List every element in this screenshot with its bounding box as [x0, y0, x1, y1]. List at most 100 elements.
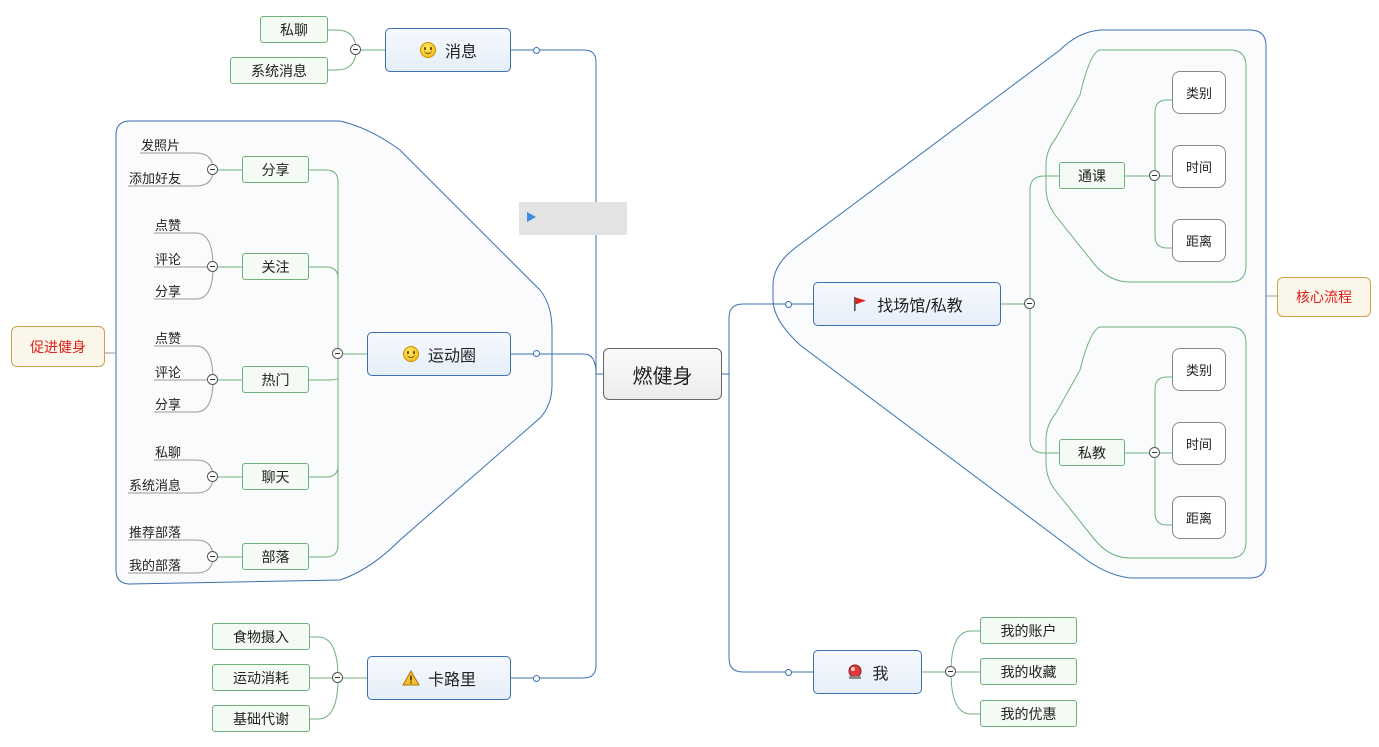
leaf-label: 距离 — [1185, 235, 1212, 250]
leaf-topic[interactable]: 我的优惠 — [980, 700, 1077, 727]
collapse-toggle[interactable] — [945, 666, 956, 677]
collapse-toggle[interactable] — [207, 164, 218, 175]
main-topic-label: 消息 — [444, 42, 477, 61]
subtopic-class[interactable]: 通课 — [1059, 162, 1125, 189]
leaf-topic[interactable]: 类别 — [1172, 348, 1226, 391]
collapse-toggle[interactable] — [1024, 298, 1035, 309]
collapse-toggle[interactable] — [332, 672, 343, 683]
leaf-topic[interactable]: 我的部落 — [129, 555, 182, 574]
flag-icon — [851, 295, 869, 313]
leaf-label: 时间 — [1185, 438, 1212, 453]
subtopic-coach[interactable]: 私教 — [1059, 439, 1125, 466]
leaf-label: 类别 — [1185, 87, 1212, 102]
root-topic[interactable]: 燃健身 — [603, 348, 722, 400]
leaf-label: 我的账户 — [1000, 623, 1057, 640]
leaf-topic[interactable]: 时间 — [1172, 145, 1226, 188]
collapse-toggle[interactable] — [207, 551, 218, 562]
subtopic-label: 聊天 — [261, 469, 290, 486]
leaf-topic[interactable]: 点赞 — [155, 215, 182, 234]
leaf-topic[interactable]: 距离 — [1172, 219, 1226, 262]
main-topic-messages[interactable]: 消息 — [385, 28, 511, 72]
subtopic-hot[interactable]: 热门 — [242, 366, 309, 393]
subtopic-label: 分享 — [261, 162, 290, 179]
leaf-label: 系统消息 — [129, 478, 182, 494]
leaf-label: 私聊 — [155, 445, 182, 461]
expand-dot[interactable] — [533, 350, 540, 357]
leaf-label: 食物摄入 — [233, 629, 289, 646]
callout-right[interactable]: 核心流程 — [1277, 277, 1371, 317]
callout-label: 核心流程 — [1296, 290, 1352, 306]
leaf-topic[interactable]: 私聊 — [260, 16, 328, 43]
subtopic-label: 通课 — [1078, 168, 1106, 185]
media-placeholder[interactable] — [519, 202, 627, 235]
smile-icon — [419, 41, 437, 59]
leaf-topic[interactable]: 评论 — [155, 362, 181, 381]
main-topic-circle[interactable]: 运动圈 — [367, 332, 511, 376]
subtopic-label: 热门 — [261, 372, 290, 389]
leaf-label: 发照片 — [141, 138, 181, 154]
leaf-label: 我的优惠 — [1000, 706, 1057, 723]
subtopic-chat[interactable]: 聊天 — [242, 463, 309, 490]
leaf-label: 时间 — [1185, 161, 1212, 176]
leaf-topic[interactable]: 分享 — [155, 281, 182, 300]
leaf-label: 点赞 — [155, 218, 182, 234]
leaf-topic[interactable]: 分享 — [155, 394, 181, 413]
leaf-label: 添加好友 — [129, 171, 182, 187]
subtopic-follow[interactable]: 关注 — [242, 253, 309, 280]
subtopic-share[interactable]: 分享 — [242, 156, 309, 183]
leaf-topic[interactable]: 食物摄入 — [212, 623, 310, 650]
main-topic-venue[interactable]: 找场馆/私教 — [813, 282, 1001, 326]
leaf-topic[interactable]: 时间 — [1172, 422, 1226, 465]
leaf-topic[interactable]: 添加好友 — [129, 168, 182, 187]
collapse-toggle[interactable] — [207, 261, 218, 272]
leaf-label: 私聊 — [280, 22, 308, 39]
expand-dot[interactable] — [533, 675, 540, 682]
leaf-label: 系统消息 — [251, 63, 307, 80]
leaf-topic[interactable]: 运动消耗 — [212, 664, 310, 691]
leaf-label: 距离 — [1185, 512, 1212, 527]
root-topic-label: 燃健身 — [632, 363, 693, 388]
leaf-label: 类别 — [1185, 364, 1212, 379]
leaf-label: 推荐部落 — [129, 525, 182, 541]
subtopic-tribe[interactable]: 部落 — [242, 543, 309, 570]
collapse-toggle[interactable] — [332, 348, 343, 359]
play-icon — [527, 212, 536, 222]
leaf-topic[interactable]: 系统消息 — [129, 475, 182, 494]
leaf-label: 基础代谢 — [233, 711, 289, 728]
leaf-label: 分享 — [155, 284, 182, 300]
leaf-topic[interactable]: 推荐部落 — [129, 522, 182, 541]
callout-label: 促进健身 — [30, 339, 86, 356]
leaf-topic[interactable]: 距离 — [1172, 496, 1226, 539]
leaf-topic[interactable]: 系统消息 — [230, 57, 328, 84]
boundary-group-coach — [1045, 326, 1247, 559]
alarm-icon — [846, 663, 864, 681]
main-topic-label: 我 — [872, 664, 889, 683]
callout-left[interactable]: 促进健身 — [11, 326, 105, 367]
main-topic-calories[interactable]: 卡路里 — [367, 656, 511, 700]
leaf-topic[interactable]: 我的账户 — [980, 617, 1077, 644]
collapse-toggle[interactable] — [207, 374, 218, 385]
collapse-toggle[interactable] — [1149, 447, 1160, 458]
expand-dot[interactable] — [785, 669, 792, 676]
main-topic-label: 卡路里 — [427, 670, 476, 689]
leaf-topic[interactable]: 点赞 — [155, 328, 182, 347]
main-topic-label: 运动圈 — [427, 346, 476, 365]
main-topic-me[interactable]: 我 — [813, 650, 922, 694]
leaf-topic[interactable]: 我的收藏 — [980, 658, 1077, 685]
collapse-toggle[interactable] — [1149, 170, 1160, 181]
leaf-topic[interactable]: 基础代谢 — [212, 705, 310, 732]
leaf-label: 点赞 — [155, 331, 182, 347]
leaf-topic[interactable]: 私聊 — [155, 442, 182, 461]
leaf-label: 我的部落 — [129, 558, 182, 574]
collapse-toggle[interactable] — [207, 471, 218, 482]
leaf-topic[interactable]: 发照片 — [141, 135, 181, 154]
subtopic-label: 私教 — [1078, 445, 1106, 462]
leaf-label: 我的收藏 — [1000, 664, 1057, 681]
collapse-toggle[interactable] — [350, 44, 361, 55]
leaf-label: 评论 — [155, 252, 182, 268]
expand-dot[interactable] — [533, 47, 540, 54]
expand-dot[interactable] — [785, 301, 792, 308]
leaf-topic[interactable]: 类别 — [1172, 71, 1226, 114]
leaf-topic[interactable]: 评论 — [155, 249, 182, 268]
main-topic-label: 找场馆/私教 — [877, 296, 963, 315]
